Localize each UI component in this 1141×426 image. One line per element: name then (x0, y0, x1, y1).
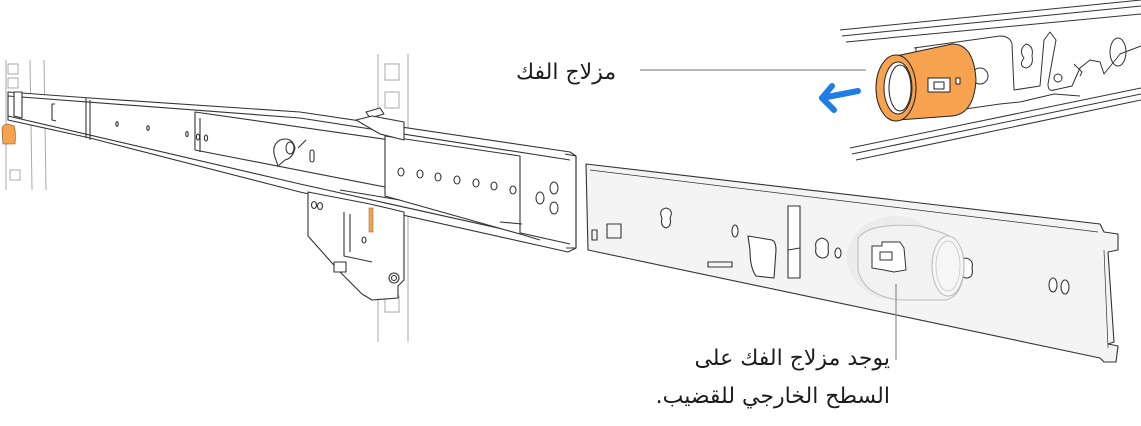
latch-location-line-2: السطح الخارجي للقضيب. (655, 384, 890, 409)
extended-slide-rail (7, 91, 577, 253)
pull-direction-arrow-icon (819, 83, 861, 113)
latch-location-callout: يوجد مزلاج الفك على السطح الخارجي للقضيب… (656, 340, 890, 416)
rear-latch-orange-icon (368, 207, 374, 233)
release-latch-orange-icon (875, 43, 977, 122)
front-latch-orange-icon (1, 123, 16, 145)
latch-location-line-1: يوجد مزلاج الفك على (694, 346, 890, 371)
ghost-release-latch (847, 216, 965, 301)
release-latch-callout: مزلاج الفك (516, 60, 617, 85)
rear-mounting-bracket (307, 107, 405, 301)
